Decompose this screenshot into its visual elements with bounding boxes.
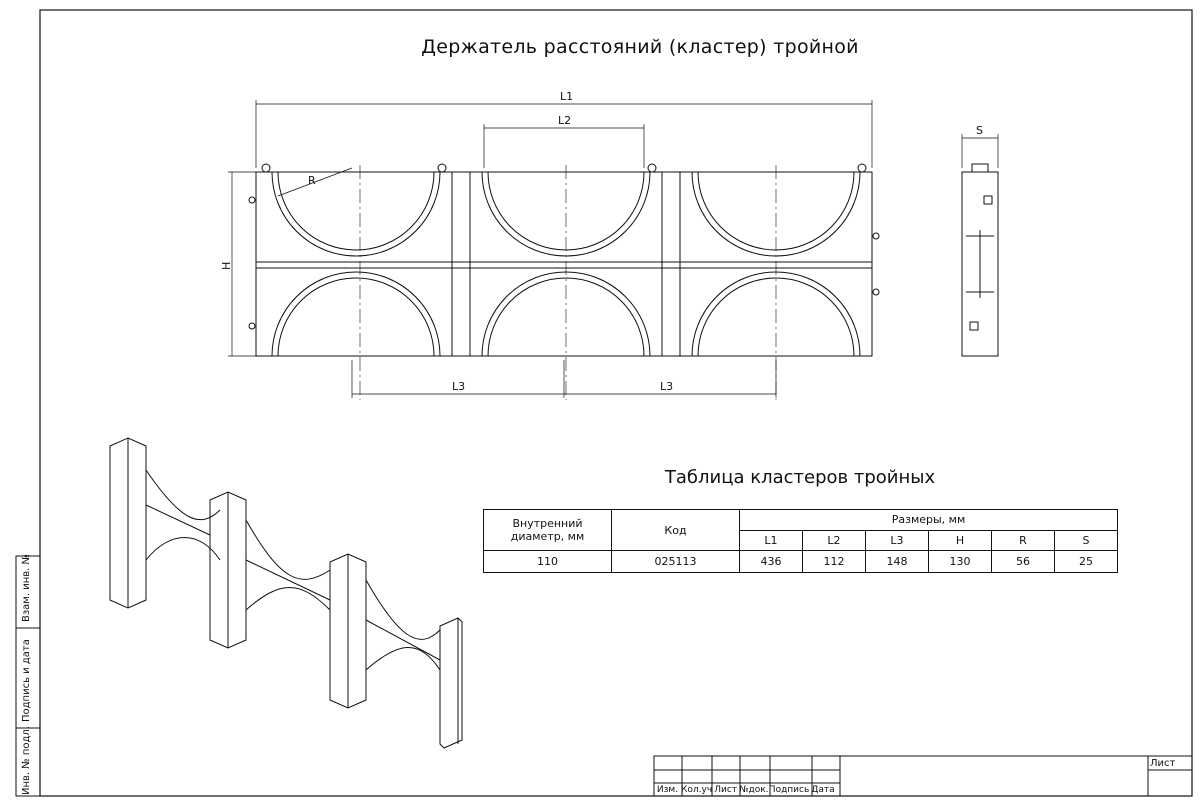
dim-L3-right-label: L3: [660, 380, 673, 393]
stamp-kol: Кол.уч: [681, 784, 713, 795]
cell-S: 25: [1054, 550, 1118, 573]
cell-L3: 148: [865, 550, 929, 573]
dimension-lines: [228, 100, 999, 398]
side-view: [961, 163, 999, 357]
cell-diameter: 110: [483, 550, 612, 573]
header-L3: L3: [865, 529, 929, 551]
cell-code: 025113: [611, 550, 740, 573]
stamp-ndok: №док.: [739, 784, 769, 795]
dim-H-label: H: [220, 262, 233, 270]
side-stamp-inv: Инв. № подл.: [21, 726, 32, 795]
stamp-izm: Изм.: [656, 784, 679, 795]
table-title: Таблица кластеров тройных: [664, 467, 936, 488]
header-diameter: Внутренний диаметр, мм: [483, 509, 612, 551]
front-view: [248, 163, 880, 400]
dim-L2-label: L2: [558, 114, 571, 127]
cell-R: 56: [991, 550, 1055, 573]
table-row: 110 025113 436 112 148 130 56 25: [483, 550, 1118, 573]
stamp-list: Лист: [714, 784, 738, 795]
stamp-podpis: Подпись: [768, 784, 810, 795]
header-R: R: [991, 529, 1055, 551]
cell-L2: 112: [802, 550, 866, 573]
dim-S-label: S: [976, 124, 983, 137]
header-S: S: [1054, 529, 1118, 551]
bottom-stamp-labels: Изм. Кол.уч Лист №док. Подпись Дата: [654, 783, 837, 796]
drawing-frame: [39, 9, 1193, 797]
dim-R-label: R: [308, 174, 316, 187]
sheet-number-label: Лист: [1150, 758, 1176, 769]
header-L2: L2: [802, 529, 866, 551]
header-code: Код: [611, 509, 740, 551]
cell-L1: 436: [739, 550, 803, 573]
dim-L1-label: L1: [560, 90, 573, 103]
side-stamp-replace: Взам. инв. №: [21, 554, 32, 622]
isometric-view: [109, 437, 463, 749]
header-H: H: [928, 529, 992, 551]
stamp-data: Дата: [811, 784, 835, 795]
dim-L3-left-label: L3: [452, 380, 465, 393]
header-L1: L1: [739, 529, 803, 551]
drawing-title: Держатель расстояний (кластер) тройной: [421, 36, 859, 58]
cell-H: 130: [928, 550, 992, 573]
side-stamp-frame: [15, 555, 40, 797]
header-sizes: Размеры, мм: [739, 509, 1118, 531]
side-stamp-sign: Подпись и дата: [21, 639, 32, 722]
dimension-labels: L1 L2 L3 L3 H R S: [220, 90, 983, 393]
cluster-table: Внутренний диаметр, мм Код Размеры, мм L…: [483, 509, 1118, 573]
